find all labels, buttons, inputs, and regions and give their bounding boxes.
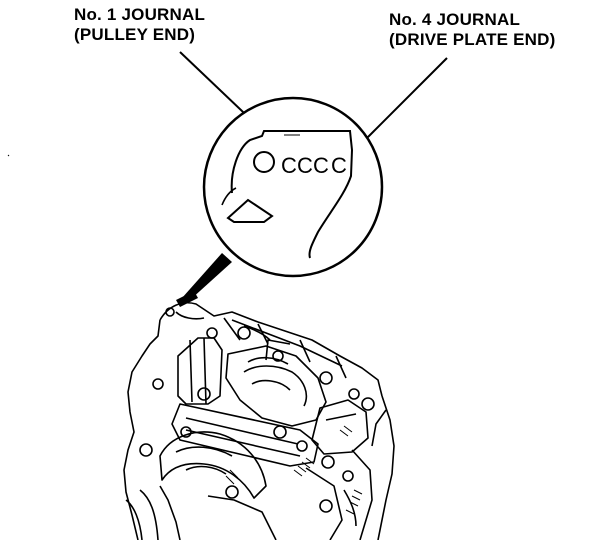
callout-no1-journal: No. 1 JOURNAL (PULLEY END): [74, 5, 205, 45]
engine-shading: [225, 425, 363, 515]
engine-block-drawing: [123, 302, 395, 540]
journal-mark-1: C: [281, 153, 297, 178]
callout-no1-journal-subtitle: (PULLEY END): [74, 25, 196, 44]
detail-pointer: [176, 253, 232, 307]
journal-mark-3: C: [313, 153, 329, 178]
reference-hole: [253, 151, 275, 173]
callout-no4-journal: No. 4 JOURNAL (DRIVE PLATE END): [389, 10, 555, 50]
callout-no4-journal-subtitle: (DRIVE PLATE END): [389, 30, 556, 49]
leader-line-no4: [351, 57, 448, 154]
journal-mark-2: C: [297, 153, 313, 178]
detail-magnifier: [202, 96, 384, 278]
stray-mark: [7, 154, 10, 157]
callout-no1-journal-title: No. 1 JOURNAL: [74, 5, 206, 24]
callout-no4-journal-title: No. 4 JOURNAL: [389, 10, 521, 29]
journal-stamp-marks: C C C C: [281, 153, 347, 178]
journal-mark-4: C: [331, 153, 347, 178]
